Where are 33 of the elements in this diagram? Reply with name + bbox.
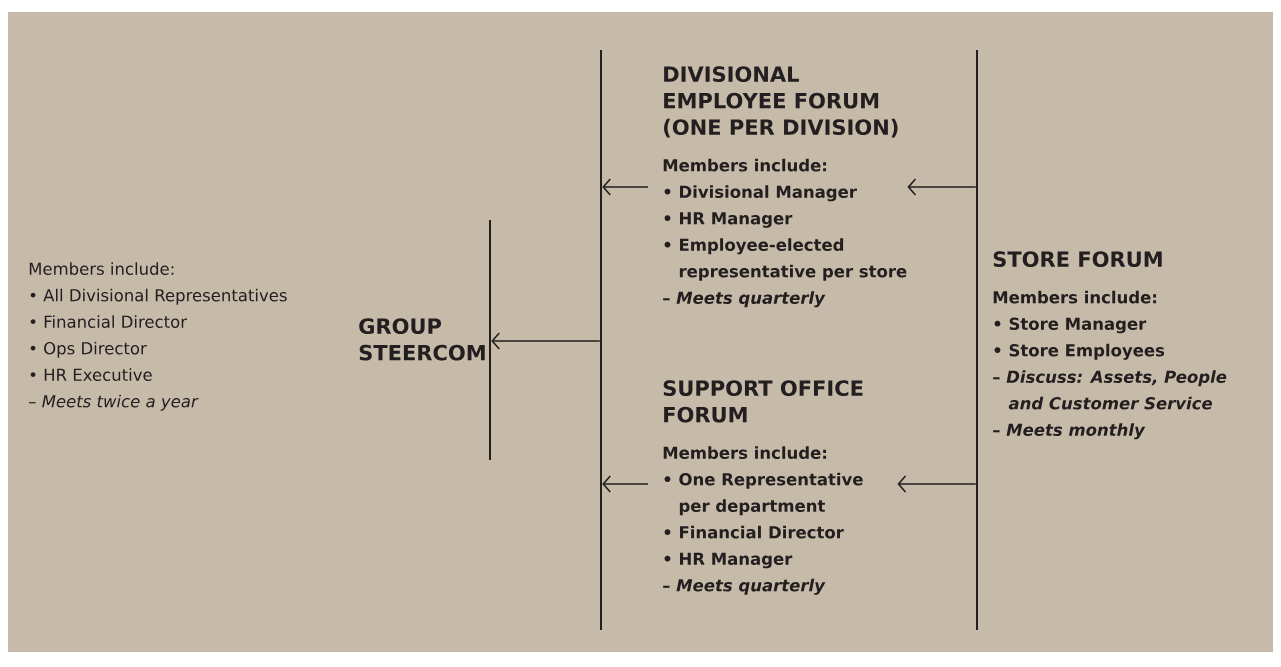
list-item: – Meets twice a year xyxy=(29,394,199,411)
list-item: • Store Employees xyxy=(994,343,1165,360)
list-item: • HR Manager xyxy=(664,552,793,569)
list-item: – Meets quarterly xyxy=(663,578,826,595)
list-item: – Meets monthly xyxy=(993,423,1146,440)
list-item: – Meets quarterly xyxy=(663,291,826,308)
list-item: • Employee-elected representative per store xyxy=(664,238,907,281)
list-item: • Ops Director xyxy=(30,341,147,358)
arrow xyxy=(602,475,649,493)
list-item: – Discuss: Assets, People and Customer Service xyxy=(993,370,1227,410)
list-intro: Members include: xyxy=(663,446,827,460)
arrow xyxy=(897,475,977,493)
vertical-line xyxy=(976,50,978,630)
list-item: • Financial Director xyxy=(30,315,187,328)
vertical-line xyxy=(600,50,602,630)
list-item: • Divisional Manager xyxy=(664,185,857,202)
vertical-line xyxy=(489,220,491,460)
list-intro: Members include: xyxy=(993,290,1157,304)
list-item: • All Divisional Representatives xyxy=(30,288,287,305)
list-intro: Members include: xyxy=(29,262,174,275)
arrow xyxy=(491,332,601,350)
arrow xyxy=(907,178,977,196)
arrow xyxy=(602,178,649,196)
forum-heading: GROUP STEERCOM xyxy=(359,318,485,361)
list-item: • Store Manager xyxy=(994,317,1147,334)
forum-heading: SUPPORT OFFICE FORUM xyxy=(663,380,863,423)
list-item: • HR Manager xyxy=(664,212,793,228)
list-intro: Members include: xyxy=(663,158,827,172)
forum-heading: STORE FORUM xyxy=(993,251,1162,268)
list-item: • HR Executive xyxy=(30,368,152,381)
list-item: • Financial Director xyxy=(664,525,844,539)
list-item: • One Representative per department xyxy=(664,472,863,516)
forum-heading: DIVISIONAL EMPLOYEE FORUM (ONE PER DIVISION) xyxy=(664,66,898,138)
